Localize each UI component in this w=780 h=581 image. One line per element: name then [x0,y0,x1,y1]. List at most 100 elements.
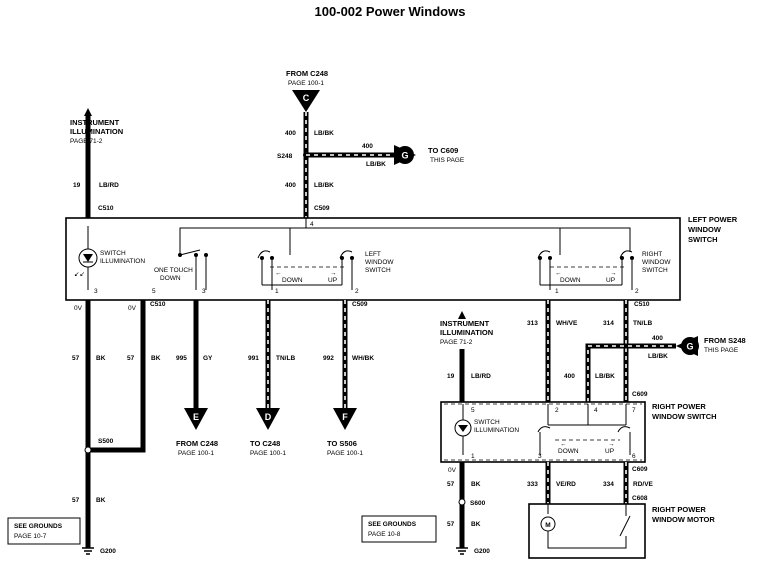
connector-c-line2: PAGE 100-1 [288,80,324,87]
svg-text:→: → [608,441,615,448]
wire-400-mid-circuit: 400 [362,143,373,150]
wire-992-color: WH/BK [352,355,374,362]
svg-text:FROM S248: FROM S248 [704,336,746,345]
pin-1b: 1 [555,288,559,295]
svg-text:THIS PAGE: THIS PAGE [704,347,739,354]
splice-s500-label: S500 [98,438,114,445]
wire-313-circuit: 313 [527,320,538,327]
svg-text:E: E [193,412,199,422]
wire-400-right-color: LB/BK [595,373,615,380]
connector-c509-top: C509 [314,205,330,212]
svg-text:M: M [545,522,550,529]
connector-c510-left: C510 [150,301,166,308]
wire-57-a-circuit: 57 [72,355,80,362]
svg-text:ILLUMINATION: ILLUMINATION [100,258,145,265]
svg-text:WINDOW: WINDOW [365,259,394,266]
svg-text:UP: UP [606,277,615,284]
see-grounds-left: SEE GROUNDS PAGE 10-7 [7,517,81,545]
wire-995-circuit: 995 [176,355,187,362]
svg-text:UP: UP [605,448,614,455]
wire-995-color: GY [203,355,213,362]
right-window-switch-master: ← → DOWN UP RIGHT WINDOW SWITCH [537,250,671,290]
wire-19-right-color: LB/RD [471,373,491,380]
connector-e-arrow-icon [184,408,208,430]
svg-text:SEE GROUNDS: SEE GROUNDS [14,523,63,530]
right-power-window-switch-label: RIGHT POWER WINDOW SWITCH [652,402,717,421]
svg-text:TO C248: TO C248 [250,439,280,448]
ground-g200-left: G200 [82,547,116,555]
svg-text:DOWN: DOWN [560,277,581,284]
svg-text:ILLUMINATION: ILLUMINATION [440,328,493,337]
svg-text:→: → [330,270,337,277]
right-power-window-switch-box [440,401,646,463]
svg-text:5: 5 [471,407,475,414]
pin-dv-1: 0V [74,305,83,312]
svg-text:DOWN: DOWN [558,448,579,455]
svg-text:F: F [342,412,348,422]
wire-400-s248-color: LB/BK [648,353,668,360]
wire-313-color: WH/VE [556,320,578,327]
splice-s500-dot [84,446,92,454]
connector-d-arrow-icon [256,408,280,430]
wire-400-right-circuit: 400 [564,373,575,380]
wire-334-color: RD/VE [633,481,654,488]
svg-text:PAGE 100-1: PAGE 100-1 [327,450,363,457]
pin-dv-2: 0V [128,305,137,312]
svg-text:4: 4 [594,407,598,414]
wire-400-top-color: LB/BK [314,130,334,137]
pin-2: 2 [355,288,359,295]
svg-text:WINDOW MOTOR: WINDOW MOTOR [652,515,715,524]
page-title: 100-002 Power Windows [315,4,466,19]
instrument-illumination-right: INSTRUMENT ILLUMINATION PAGE 71-2 [440,319,493,346]
wire-992-circuit: 992 [323,355,334,362]
svg-text:←: ← [275,270,282,277]
connector-c609-a: C609 [632,391,648,398]
connector-c609-b: C609 [632,466,648,473]
svg-text:←: ← [560,441,567,448]
svg-text:DOWN: DOWN [160,275,181,282]
splice-s600-label: S600 [470,500,486,507]
connector-g-to-c609: G TO C609 THIS PAGE [394,145,465,165]
right-window-switch-contacts: ← → DOWN UP [537,404,631,455]
wire-400-side-color: LB/BK [314,182,334,189]
wire-400-s248-circuit: 400 [652,335,663,342]
wire-57-r2-circuit: 57 [447,521,455,528]
connector-g-line1: TO C609 [428,146,458,155]
left-window-switch: ← → DOWN UP LEFT WINDOW SWITCH [257,250,394,290]
wire-57-b-color: BK [151,355,161,362]
svg-text:INSTRUMENT: INSTRUMENT [440,319,490,328]
connector-c509-bot: C509 [352,301,368,308]
splice-s248-label: S248 [277,153,293,160]
svg-text:D: D [265,412,272,422]
svg-text:UP: UP [328,277,337,284]
right-power-window-motor-label: RIGHT POWER WINDOW MOTOR [652,505,715,524]
svg-text:SWITCH: SWITCH [474,419,500,426]
svg-text:PAGE 100-1: PAGE 100-1 [178,450,214,457]
svg-text:1: 1 [471,453,475,460]
connector-g-from-s248: G FROM S248 THIS PAGE [676,336,746,356]
svg-text:RIGHT: RIGHT [642,251,662,258]
connector-c608: C608 [632,495,648,502]
svg-text:→: → [610,270,617,277]
right-power-window-motor-box [528,503,646,559]
svg-text:TO S506: TO S506 [327,439,357,448]
connector-c-letter: C [303,93,310,103]
svg-text:PAGE 100-1: PAGE 100-1 [250,450,286,457]
pin-dv-3: 0V [448,467,457,474]
wire-57-r2-color: BK [471,521,481,528]
wire-314-circuit: 314 [603,320,614,327]
pin-2b: 2 [635,288,639,295]
svg-text:SWITCH: SWITCH [100,250,126,257]
svg-text:2: 2 [555,407,559,414]
see-grounds-right: SEE GROUNDS PAGE 10-8 [361,515,437,543]
svg-text:LEFT: LEFT [365,251,381,258]
connector-e-from-c248: E FROM C248 PAGE 100-1 [176,408,218,457]
splice-s600-dot [458,498,466,506]
wire-991-color: TN/LB [276,355,295,362]
svg-text:6: 6 [632,453,636,460]
connector-c510-right: C510 [634,301,650,308]
left-power-window-switch-label: LEFT POWER WINDOW SWITCH [688,215,738,244]
wire-19-left-circuit: 19 [73,182,81,189]
connector-g-letter: G [401,151,408,161]
connector-c-from-c248: FROM C248 PAGE 100-1 C [286,69,328,112]
